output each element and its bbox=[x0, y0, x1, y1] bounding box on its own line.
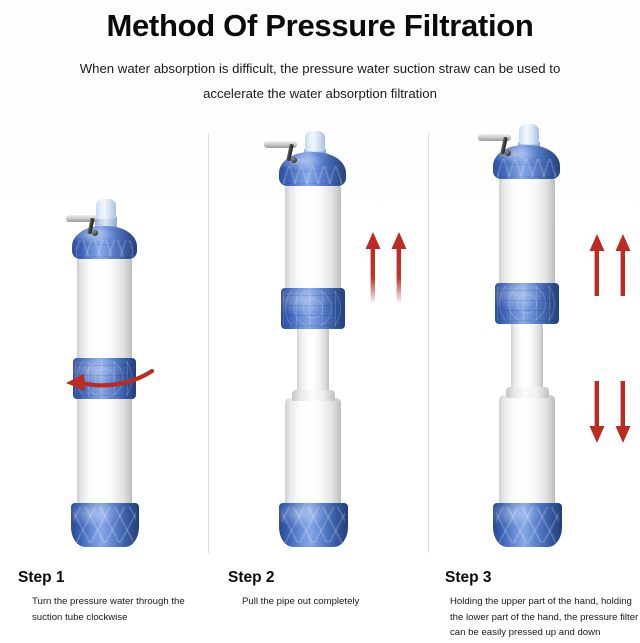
lower-body-tube bbox=[499, 395, 555, 506]
panel-divider-1 bbox=[208, 133, 209, 553]
upper-body-tube bbox=[499, 176, 555, 286]
arrow-up-icon bbox=[365, 232, 381, 304]
blue-flared-base bbox=[493, 503, 562, 547]
clip-pivot bbox=[92, 230, 98, 236]
lower-body-tube bbox=[77, 396, 132, 506]
lower-body-tube bbox=[285, 398, 341, 506]
extended-inner-tube bbox=[297, 327, 329, 395]
metal-clip-icon bbox=[264, 141, 297, 148]
step-3-caption: Holding the upper part of the hand, hold… bbox=[450, 596, 639, 638]
blue-ribbed-collar[interactable] bbox=[495, 283, 559, 324]
blue-cap bbox=[493, 145, 560, 179]
step-1-caption: Turn the pressure water through the suct… bbox=[32, 596, 185, 623]
blue-cap bbox=[72, 226, 137, 259]
upper-body-tube bbox=[285, 183, 341, 291]
page-title: Method Of Pressure Filtration bbox=[106, 8, 534, 43]
arrow-up-icon bbox=[589, 234, 605, 296]
blue-flared-base bbox=[71, 503, 139, 547]
metal-clip-icon bbox=[66, 215, 98, 222]
extended-inner-tube bbox=[511, 322, 543, 392]
arrow-up-icon bbox=[391, 232, 407, 304]
metal-clip-icon bbox=[478, 134, 511, 141]
blue-ribbed-collar[interactable] bbox=[281, 288, 345, 329]
clip-pivot bbox=[505, 150, 511, 156]
nozzle-tip bbox=[519, 124, 539, 144]
page-subtitle: When water absorption is difficult, the … bbox=[79, 61, 561, 101]
inner-tube-lip bbox=[292, 390, 335, 401]
inner-tube-lip bbox=[506, 387, 549, 398]
panel-divider-2 bbox=[428, 133, 429, 553]
nozzle-tip bbox=[305, 131, 325, 151]
curved-rotation-arrow-icon bbox=[66, 368, 155, 391]
step-1-heading: Step 1 bbox=[18, 569, 65, 586]
nozzle-tip bbox=[96, 199, 116, 219]
upper-body-tube bbox=[77, 256, 132, 361]
arrow-up-icon bbox=[615, 234, 631, 296]
blue-ribbed-collar[interactable] bbox=[73, 358, 136, 399]
step-3-heading: Step 3 bbox=[445, 569, 492, 586]
blue-flared-base bbox=[279, 503, 348, 547]
arrow-down-icon bbox=[589, 381, 605, 443]
nozzle-neck bbox=[95, 217, 117, 228]
arrow-down-icon bbox=[615, 381, 631, 443]
step-2-caption: Pull the pipe out completely bbox=[242, 596, 360, 607]
step-2-heading: Step 2 bbox=[228, 569, 275, 586]
clip-pivot bbox=[291, 157, 297, 163]
